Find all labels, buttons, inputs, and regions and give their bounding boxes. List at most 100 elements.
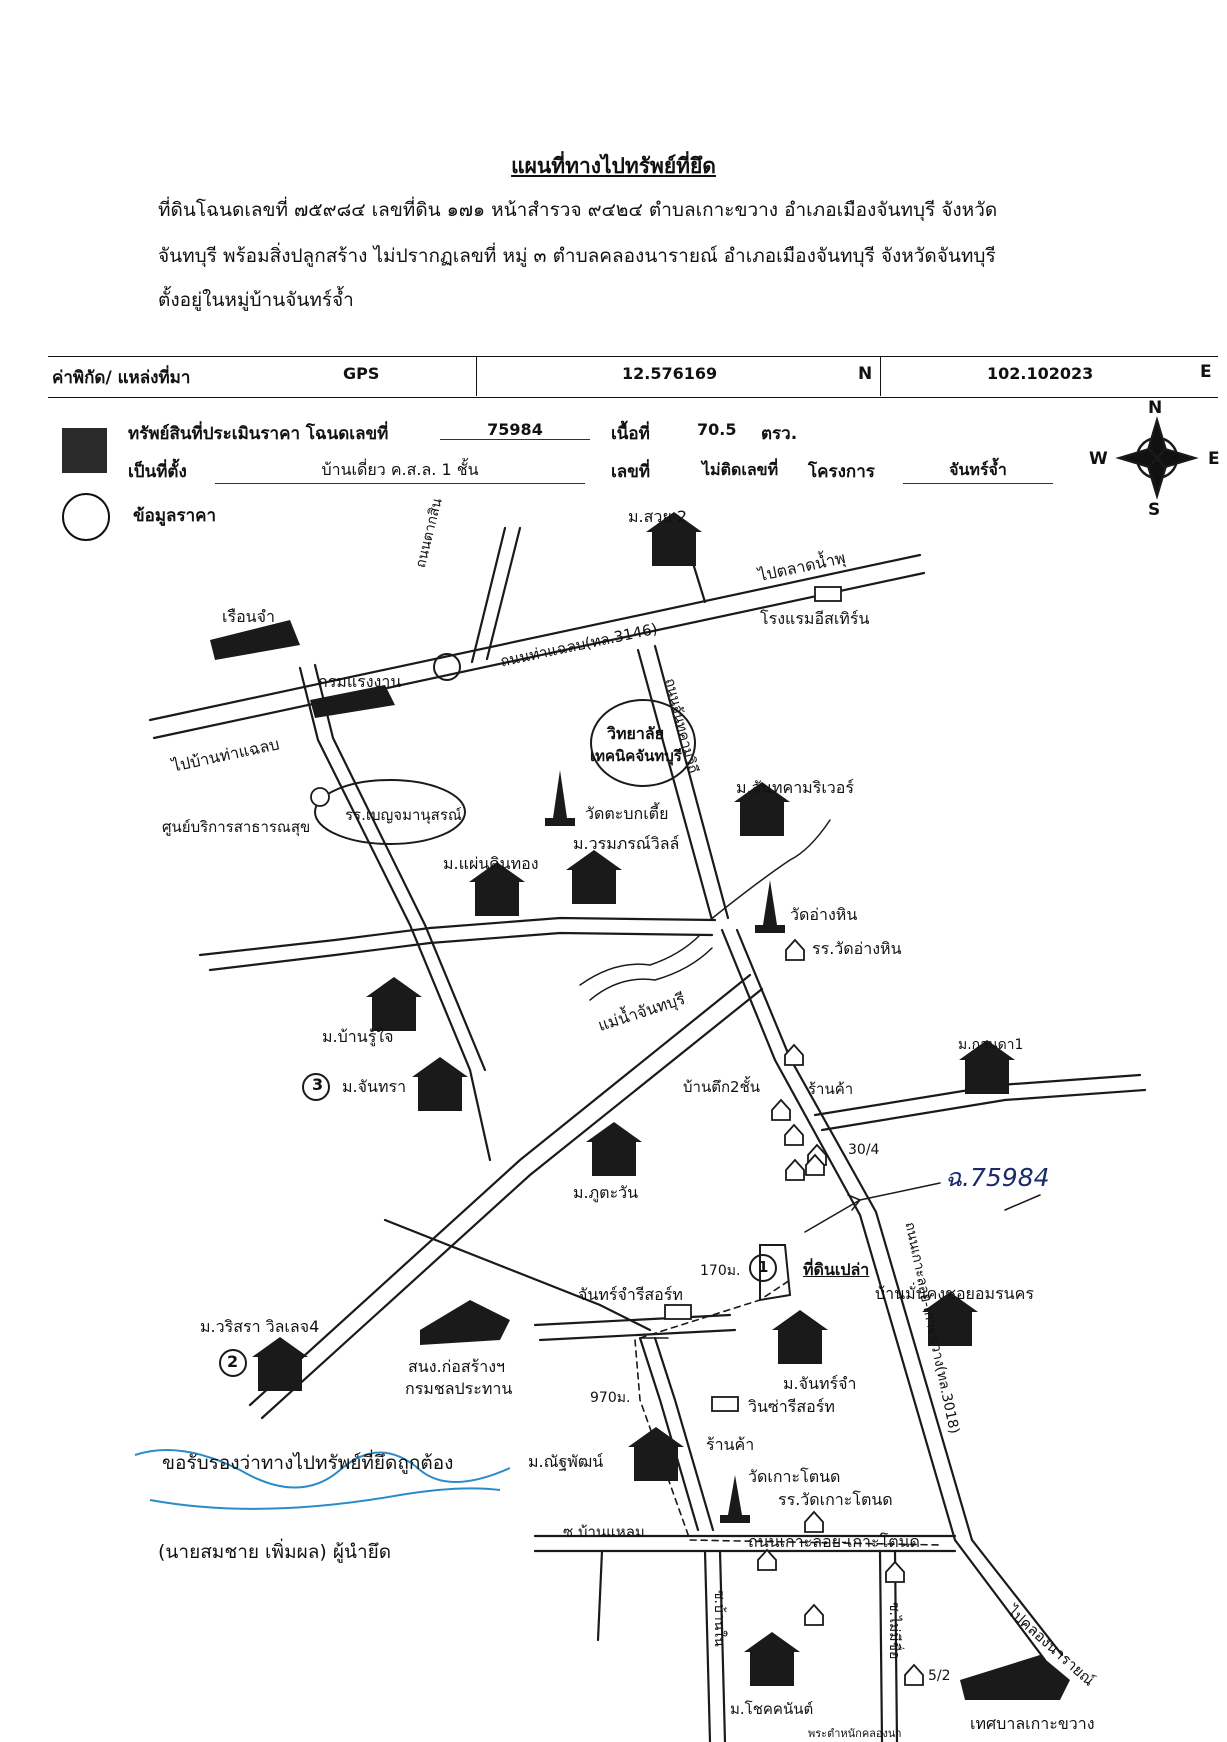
label-empty-land: ที่ดินเปล่า [803, 1260, 870, 1279]
label-house-2storey: บ้านตึก2ชั้น [683, 1078, 760, 1096]
label-m-phuttawan: ม.ภูตะวัน [573, 1183, 639, 1202]
temple-icon [720, 1475, 750, 1523]
label-m-phaendinthong: ม.แผ่นดินทอง [443, 854, 539, 873]
area-unit: ตรว. [761, 424, 798, 444]
description-line-3: ตั้งอยู่ในหมู่บ้านจันทร์จ้ำ [158, 289, 354, 311]
area-value: 70.5 [697, 420, 737, 439]
label-college-2: เทคนิคจันทบุรี [590, 747, 682, 765]
label-riang-jam: เรือนจำ [222, 607, 275, 626]
label-no-5-2: 5/2 [928, 1668, 951, 1684]
house-icon [785, 938, 805, 961]
compass-e: E [1208, 449, 1220, 469]
compass-w: W [1089, 449, 1108, 469]
house-icon [771, 1098, 791, 1121]
marker-circle-2 [219, 1349, 247, 1377]
label-winsa-resort: วินซ่ารีสอร์ท [748, 1397, 835, 1416]
property-legend-swatch [62, 428, 107, 473]
house-icon [804, 1510, 824, 1533]
label-temple-road-bottom: พระตำหนักคลองนา [808, 1727, 902, 1740]
label-m-kanda1: ม.กานดา1 [958, 1037, 1024, 1053]
label-no-30-4: 30/4 [848, 1142, 880, 1158]
house-icon [784, 1123, 804, 1146]
label-hotel-eastern: โรงแรมอีสเทิร์น [760, 609, 870, 628]
label-municipality: เทศบาลเกาะขวาง [970, 1714, 1095, 1733]
house-icon [885, 1560, 905, 1583]
office-icon [420, 1300, 510, 1345]
label-shop-1: ร้านค้า [808, 1080, 854, 1098]
price-info-label: ข้อมูลราคา [133, 506, 217, 526]
compass-s: S [1148, 500, 1161, 520]
coordinate-source: GPS [343, 364, 380, 383]
marker-3: 3 [312, 1075, 324, 1094]
label-school-anghin: รร.วัดอ่างหิน [812, 939, 902, 958]
building-icon [366, 977, 422, 1031]
location-value: บ้านเดี่ยว ค.ส.ล. 1 ชั้น [215, 458, 585, 484]
deed-number: 75984 [440, 420, 590, 440]
label-m-tanyaphon: ม.ณัฐพัฒน์ [528, 1452, 604, 1471]
signature-scribble [134, 1449, 511, 1510]
marker-2: 2 [227, 1352, 239, 1371]
label-kromraengngan: กรมแรงงาน [318, 672, 402, 691]
resort-icon [711, 1396, 739, 1412]
municipality-icon [960, 1655, 1070, 1700]
resort-icon [664, 1304, 692, 1320]
label-office-korsang-2: กรมชลประทาน [405, 1379, 513, 1398]
marker-1: 1 [758, 1258, 769, 1276]
project-value: จันทร์จ้ำ [903, 458, 1053, 484]
label-ban-mankhong: บ้านมั่นคงชอยอมรนคร [875, 1284, 1034, 1303]
label-dist-170: 170ม. [700, 1263, 741, 1279]
label-school-kotanod: รร.วัดเกาะโตนด [778, 1490, 893, 1509]
health-center-icon [310, 787, 330, 807]
label-dist-970: 970ม. [590, 1390, 631, 1406]
house-icon [904, 1663, 924, 1686]
label-m-chanthra: ม.จันทรา [342, 1077, 407, 1096]
label-m-worrakon: ม.วรมภรณ์วิลล์ [573, 834, 680, 853]
label-college: วิทยาลัย [607, 724, 665, 743]
label-shop-2: ร้านค้า [706, 1435, 755, 1454]
prison-icon [210, 620, 300, 660]
marker-circle-3 [302, 1073, 330, 1101]
building-icon [412, 1057, 468, 1111]
compass-icon [1115, 416, 1199, 500]
description-line-2: จันทบุรี พร้อมสิ่งปลูกสร้าง ไม่ปรากฏเลขท… [158, 245, 996, 267]
label-m-chanjam: ม.จันทร์จำ [783, 1374, 857, 1393]
label-wat-anghin: วัดอ่างหิน [790, 905, 858, 924]
label-m-suay2: ม.สวย 2 [628, 507, 688, 526]
label-thanon-kokhloi-kotanod: ถนนเกาะลอย-เกาะโตนด [748, 1532, 920, 1551]
label-m-chokkanan: ม.โชคคนันต์ [730, 1700, 814, 1718]
labour-dept-icon [310, 685, 395, 718]
area-label: เนื้อที่ [611, 424, 650, 444]
label-wat-takhian: วัดตะบกเตี้ย [585, 804, 669, 823]
house-icon [785, 1158, 805, 1181]
building-icon [586, 1122, 642, 1176]
building-icon [628, 1427, 684, 1481]
building-icon [744, 1632, 800, 1686]
divider [476, 356, 477, 396]
building-icon [772, 1310, 828, 1364]
label-m-chantakham: ม.จันทคามริเวอร์ [736, 778, 854, 797]
building-icon [734, 782, 790, 836]
house-icon [804, 1603, 824, 1626]
compass-n: N [1148, 398, 1163, 418]
coordinate-label: ค่าพิกัด/ แหล่งที่มา [52, 368, 191, 388]
building-icon [252, 1337, 308, 1391]
label-school-boonyama: รร.เบญจมานุสรณ์ [345, 806, 462, 824]
label-health-center: ศูนย์บริการสาธารณสุข [162, 818, 311, 836]
label-wat-kotanod: วัดเกาะโตนด [748, 1467, 841, 1486]
house-icon [757, 1548, 777, 1571]
label-m-banrujai: ม.บ้านรู้ใจ [322, 1027, 394, 1046]
certification-signer: (นายสมชาย เพิ่มผล) ผู้นำยึด [158, 1541, 392, 1563]
label-soi-maisrithi: ซ.ไม่มีชื่อ [886, 1602, 902, 1660]
building-icon [566, 850, 622, 904]
building-icon [922, 1292, 978, 1346]
latitude-value: 12.576169 [622, 364, 718, 383]
price-legend-circle [62, 493, 110, 541]
description-line-1: ที่ดินโฉนดเลขที่ ๗๕๙๘๔ เลขที่ดิน ๑๗๑ หน้… [158, 199, 998, 221]
project-label: โครงการ [808, 462, 875, 482]
latitude-dir: N [858, 364, 873, 384]
coordinate-row [48, 356, 1218, 398]
temple-icon [545, 770, 575, 826]
label-office-korsang: สนง.ก่อสร้างฯ [408, 1357, 506, 1376]
